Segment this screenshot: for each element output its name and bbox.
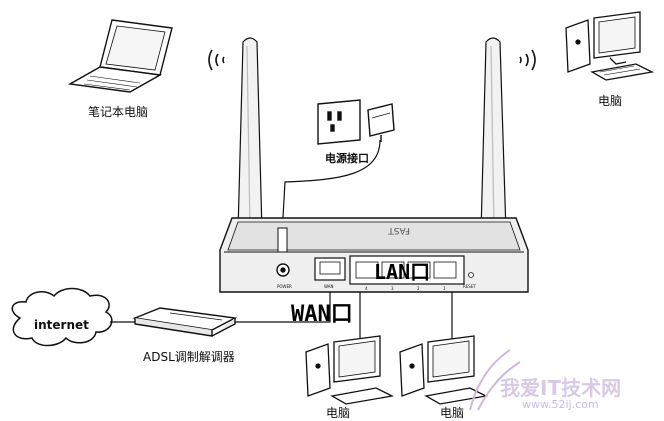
svg-text:4: 4 <box>365 286 368 291</box>
wan-cable <box>233 282 331 323</box>
power-adapter-icon <box>367 103 395 142</box>
router-icon: FAST POWER WAN 4 3 2 1 RESET <box>219 217 529 293</box>
svg-text:3: 3 <box>391 286 394 291</box>
antenna-right-icon <box>480 37 507 233</box>
reset-button-icon <box>468 272 474 278</box>
laptop-icon <box>67 19 173 93</box>
watermark-logo-icon <box>469 349 521 411</box>
svg-text:1: 1 <box>443 286 446 291</box>
modem-label: ADSL调制解调器 <box>143 350 235 364</box>
pc-bottom-right-label: 电脑 <box>440 406 465 420</box>
power-socket-icon <box>317 99 361 145</box>
wan-port-icon: WAN <box>314 257 346 289</box>
internet-cloud-icon <box>11 287 113 347</box>
adsl-modem-icon <box>132 307 238 337</box>
lan-label: LAN口 <box>374 260 431 284</box>
cables <box>233 139 453 345</box>
wifi-signal-right-icon <box>519 49 536 71</box>
lan-ports-icon: 4 3 2 1 <box>349 255 465 291</box>
desktop-pc-bottom-left-icon <box>305 335 395 405</box>
svg-text:WAN: WAN <box>324 284 333 289</box>
antenna-left-icon <box>237 37 263 233</box>
power-cable <box>281 139 381 236</box>
internet-label: internet <box>34 318 89 332</box>
wifi-signal-left-icon <box>208 49 225 71</box>
svg-text:POWER: POWER <box>277 284 292 289</box>
svg-text:FAST: FAST <box>388 225 410 235</box>
pc-top-right-label: 电脑 <box>598 94 623 108</box>
watermark-url: www.52ij.com <box>522 398 599 411</box>
power-plug-icon <box>277 227 288 253</box>
desktop-pc-bottom-right-icon <box>399 335 489 405</box>
pc-bottom-left-label: 电脑 <box>326 406 351 420</box>
power-socket-label: 电源接口 <box>325 152 369 165</box>
laptop-label: 笔记本电脑 <box>88 105 149 119</box>
svg-text:2: 2 <box>417 286 420 291</box>
svg-text:RESET: RESET <box>463 284 476 289</box>
wan-label: WAN口 <box>291 302 353 327</box>
desktop-pc-top-right-icon <box>565 11 655 81</box>
watermark-title: 我爱IT技术网 <box>500 376 622 400</box>
